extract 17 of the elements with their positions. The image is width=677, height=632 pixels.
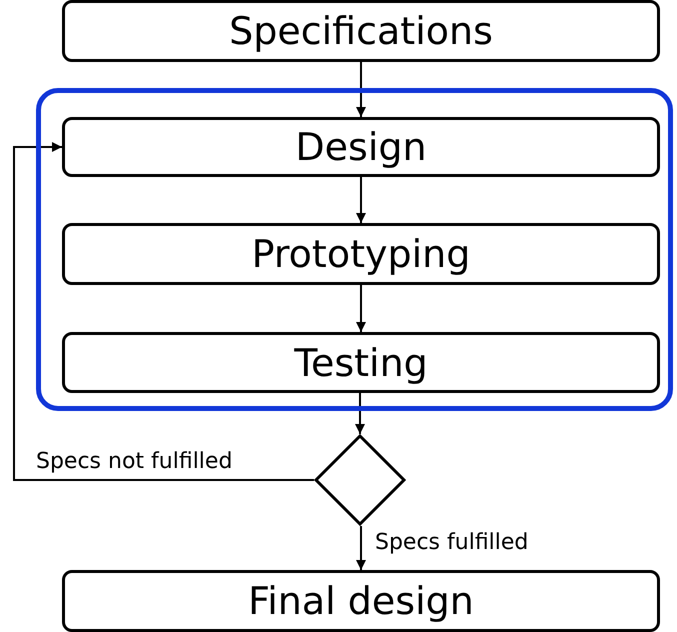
arrow: [356, 177, 366, 223]
arrow: [356, 62, 366, 117]
process-box: [62, 332, 660, 393]
process-box: [62, 0, 660, 62]
process-box: [62, 223, 660, 285]
arrow: [13, 142, 314, 481]
box-label: Specifications: [229, 9, 493, 53]
arrow: [356, 526, 366, 570]
box-label: Testing: [294, 340, 428, 384]
arrow: [355, 393, 365, 434]
process-box: [62, 117, 660, 177]
box-label: Final design: [248, 579, 474, 623]
process-box: [62, 570, 660, 632]
group-frame: [36, 88, 673, 411]
box-label: Design: [295, 125, 427, 169]
arrow: [356, 285, 366, 332]
box-label: Prototyping: [252, 232, 470, 276]
